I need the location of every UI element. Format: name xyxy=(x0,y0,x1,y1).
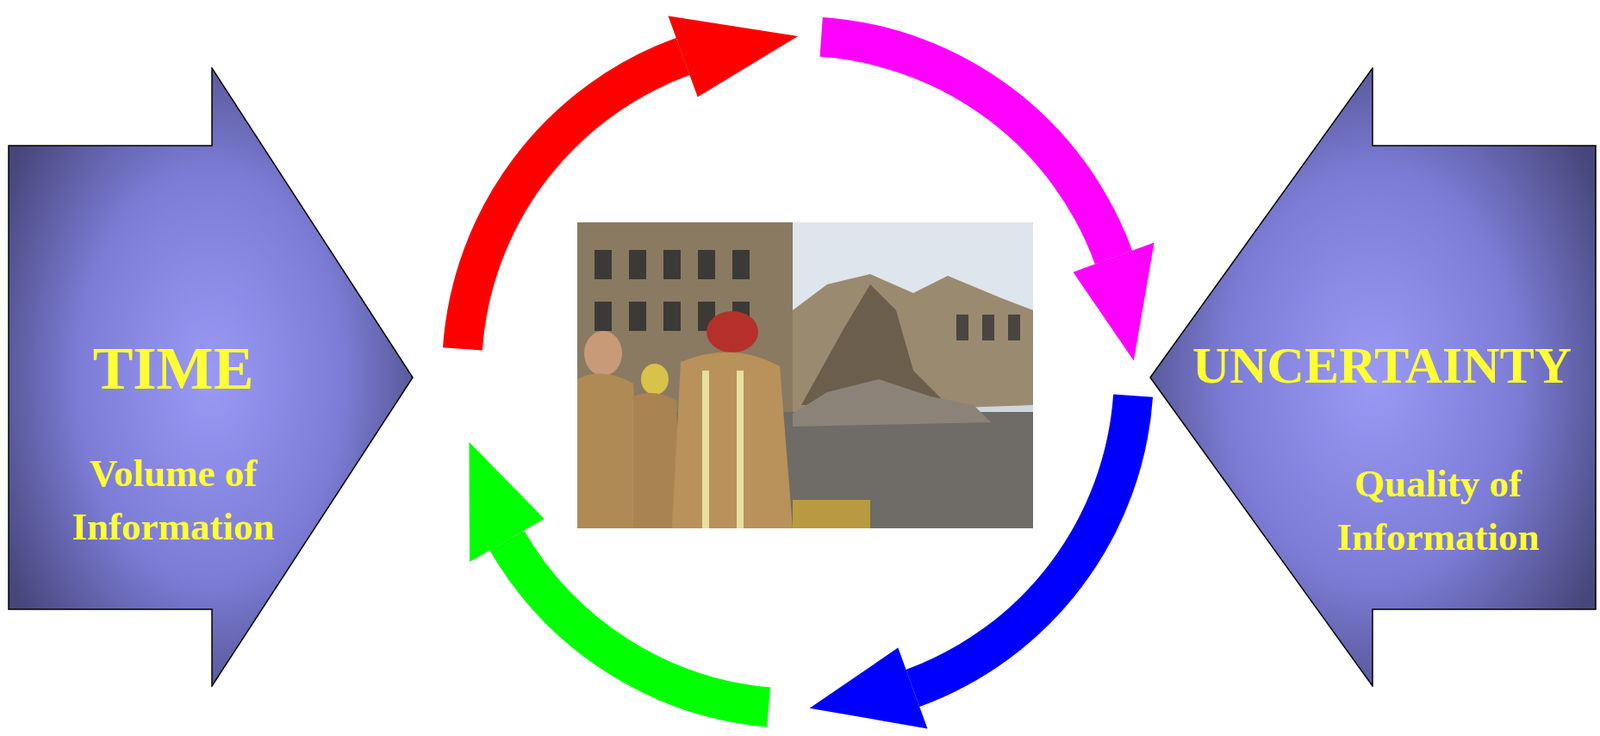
arrow-head xyxy=(809,647,928,729)
block-arrow: UNCERTAINTY Quality of Information xyxy=(1149,67,1597,687)
body-text: Volume of Information xyxy=(52,446,294,554)
arrow-head xyxy=(668,16,799,98)
photo-illustration xyxy=(577,222,1034,529)
arrow-head xyxy=(469,442,545,562)
arrow-head xyxy=(1073,242,1155,362)
block-arrow: TIME Volume of Information xyxy=(7,67,414,687)
arrow-outline xyxy=(8,68,413,686)
heading-text: TIME xyxy=(7,332,339,405)
body-text: Quality of Information xyxy=(1317,456,1559,564)
cycle-arrow xyxy=(506,540,769,708)
heading-text: UNCERTAINTY xyxy=(1166,332,1598,399)
